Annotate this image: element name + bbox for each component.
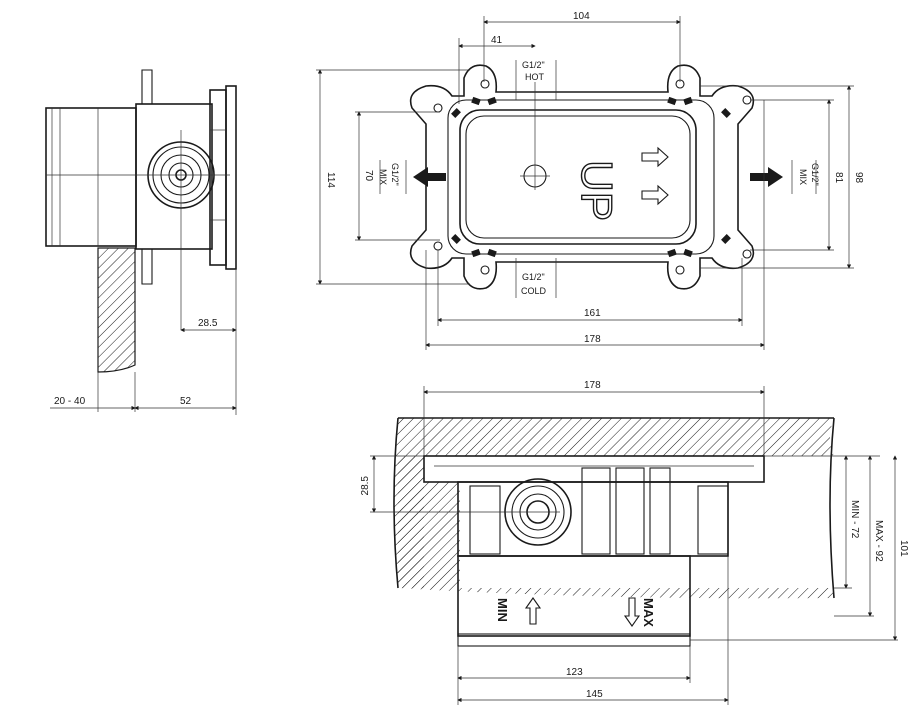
dim-side-depth: 52: [180, 396, 192, 407]
dim-101: 101: [898, 540, 909, 557]
hot-size: G1/2": [522, 60, 545, 70]
side-body: [135, 103, 213, 250]
min-label: MIN: [495, 598, 510, 622]
mix-left-label: MIX: [378, 169, 388, 185]
dim-178-bottom: 178: [584, 380, 601, 391]
mix-right-size: G1/2": [810, 163, 820, 186]
arrow-left-icon: [413, 167, 446, 187]
hot-label: HOT: [525, 72, 545, 82]
trim-cylinder: [45, 107, 137, 247]
cold-size: G1/2": [522, 272, 545, 282]
arrow-down-icon: [623, 597, 641, 627]
mix-right-label: MIX: [798, 169, 808, 185]
dim-81: 81: [833, 172, 844, 184]
frame-outline: [409, 64, 755, 290]
dim-wall: 20 - 40: [54, 396, 86, 407]
arrow-right-icon: [750, 167, 783, 187]
up-marking: UP: [572, 160, 621, 221]
cold-label: COLD: [521, 286, 547, 296]
dim-side-offset: 28.5: [198, 318, 218, 329]
dim-41: 41: [491, 35, 503, 46]
dim-123: 123: [566, 667, 583, 678]
box-opening: [459, 109, 697, 245]
dim-114: 114: [325, 172, 336, 188]
dim-min-72: MIN - 72: [849, 500, 860, 539]
dim-145: 145: [586, 689, 603, 700]
dim-178-top: 178: [584, 334, 601, 345]
wall-section: [97, 247, 136, 373]
arrow-up-icon: [524, 597, 542, 625]
dim-98: 98: [853, 172, 864, 184]
top-view: UP G1/2" MIX G1/2" MIX G1/2" HOT G1/2" C…: [316, 11, 864, 350]
max-label: MAX: [641, 598, 656, 627]
side-view: 28.5 20 - 40 52: [45, 69, 237, 415]
dim-70: 70: [363, 170, 374, 182]
mix-left-size: G1/2": [390, 163, 400, 186]
dim-max-92: MAX - 92: [873, 520, 884, 562]
front-section-view: MIN MAX 178 28.5 MIN - 72 MAX - 92 101 1…: [360, 380, 909, 705]
dim-104: 104: [573, 11, 590, 22]
dim-bottom-28-5: 28.5: [360, 476, 371, 496]
dim-161: 161: [584, 308, 601, 319]
small-arrow-icon: [641, 146, 669, 206]
